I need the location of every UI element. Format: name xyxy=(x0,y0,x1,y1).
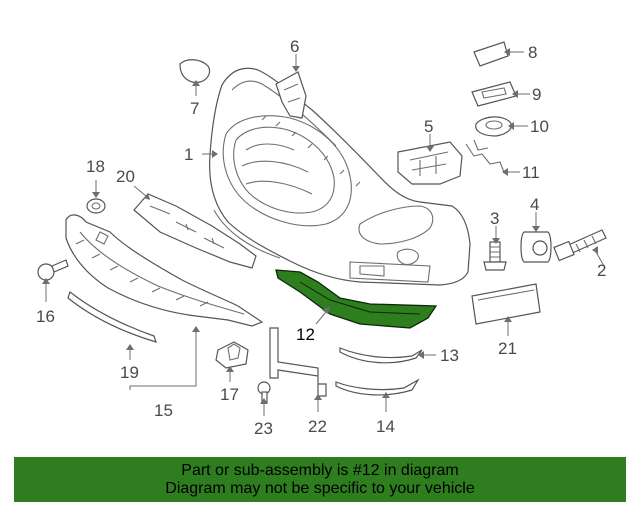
callout-1: 1 xyxy=(184,145,193,164)
part-1-bumper-cover[interactable] xyxy=(209,67,471,286)
part-9-cover[interactable] xyxy=(471,81,517,107)
part-22-support-bracket[interactable] xyxy=(269,327,327,397)
callout-14: 14 xyxy=(376,417,395,436)
callout-15: 15 xyxy=(154,401,173,420)
part-18-grommet[interactable] xyxy=(86,198,106,214)
callout-18: 18 xyxy=(86,157,105,176)
callout-2: 2 xyxy=(597,261,606,280)
banner-line-1: Part or sub-assembly is #12 in diagram xyxy=(181,461,459,479)
callout-9: 9 xyxy=(532,85,541,104)
callout-7: 7 xyxy=(190,99,199,118)
callout-23: 23 xyxy=(254,419,273,438)
part-10-bracket[interactable] xyxy=(475,116,512,137)
part-17-clip[interactable] xyxy=(215,341,249,369)
part-12-molding[interactable] xyxy=(275,269,438,329)
callout-21: 21 xyxy=(498,339,517,358)
part-19-strip[interactable] xyxy=(67,291,157,343)
callout-3: 3 xyxy=(490,209,499,228)
info-banner: Part or sub-assembly is #12 in diagram D… xyxy=(14,457,626,502)
part-20-deflector[interactable] xyxy=(133,193,257,269)
part-5-bracket[interactable] xyxy=(397,141,463,185)
part-16-bolt[interactable] xyxy=(37,259,69,281)
part-8-cover[interactable] xyxy=(473,41,509,67)
callout-12: 12 xyxy=(296,325,315,344)
callout-11: 11 xyxy=(522,163,540,182)
callout-16: 16 xyxy=(36,307,55,326)
callout-13: 13 xyxy=(440,346,459,365)
callout-20: 20 xyxy=(116,167,135,186)
banner-line-2: Diagram may not be specific to your vehi… xyxy=(165,479,475,497)
callout-labels: 1 2 3 4 5 6 7 8 9 10 11 12 13 14 15 16 1… xyxy=(36,37,606,438)
part-11-wire[interactable] xyxy=(465,139,505,173)
part-6-bracket[interactable] xyxy=(275,71,307,119)
callout-10: 10 xyxy=(530,117,549,136)
part-7-cap[interactable] xyxy=(179,59,211,83)
part-4-sensor[interactable] xyxy=(520,231,552,263)
part-21-plate-bracket[interactable] xyxy=(471,283,541,325)
callout-8: 8 xyxy=(528,43,537,62)
part-2-bolt[interactable] xyxy=(553,229,607,262)
callout-6: 6 xyxy=(290,37,299,56)
part-13-trim-strip[interactable] xyxy=(339,347,423,364)
callout-5: 5 xyxy=(424,117,433,136)
part-3-bolt[interactable] xyxy=(483,241,507,271)
callout-19: 19 xyxy=(120,363,139,382)
part-15-spoiler-assembly[interactable] xyxy=(65,214,264,327)
callout-22: 22 xyxy=(308,417,327,436)
leader-lines xyxy=(42,48,605,416)
callout-17: 17 xyxy=(220,385,239,404)
part-14-trim-strip[interactable] xyxy=(335,378,420,396)
callout-4: 4 xyxy=(530,195,539,214)
